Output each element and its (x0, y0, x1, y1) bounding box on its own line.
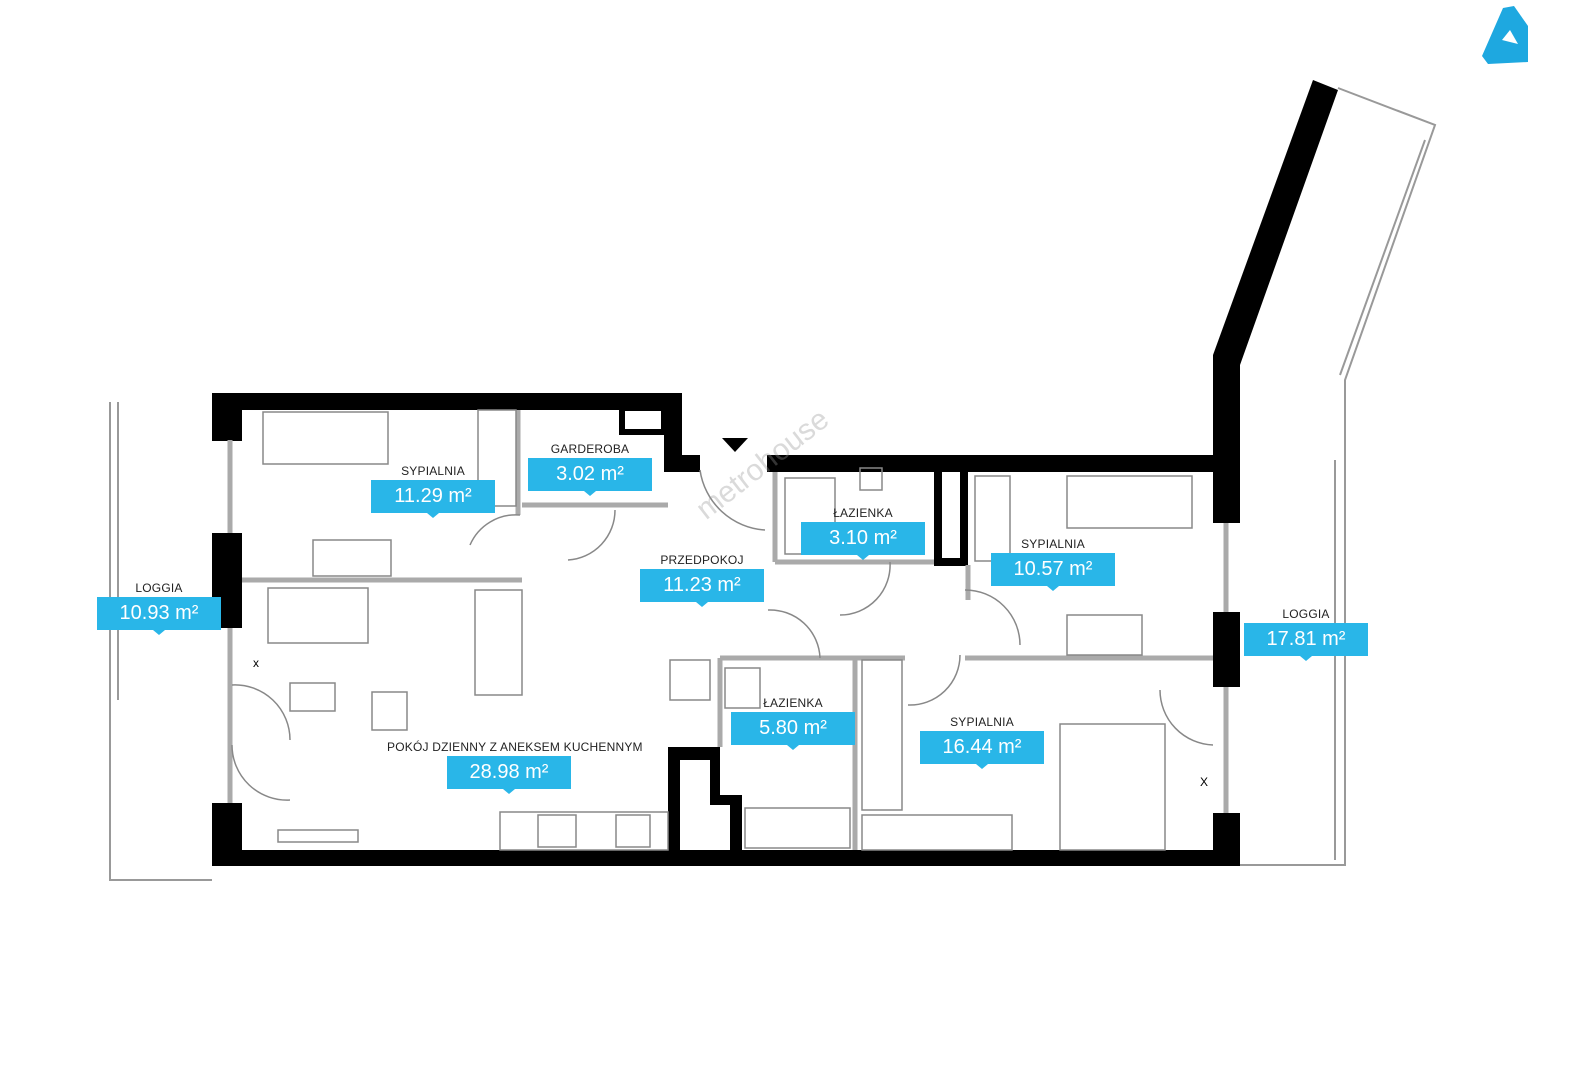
room-area: 11.23 m² (640, 569, 764, 607)
room-name: ŁAZIENKA (763, 696, 823, 710)
room-area: 16.44 m² (920, 731, 1044, 769)
mark-x: x (253, 656, 259, 670)
room-name: ŁAZIENKA (833, 506, 893, 520)
mark-x: X (1200, 775, 1209, 789)
interior-walls (227, 410, 1229, 850)
room-area: 28.98 m² (447, 756, 571, 794)
room-area: 3.02 m² (528, 458, 652, 496)
room-area: 5.80 m² (731, 712, 855, 750)
room-area: 11.29 m² (371, 480, 495, 518)
room-name: PRZEDPOKOJ (660, 553, 744, 567)
room-wardrobe: GARDEROBA 3.02 m² (528, 442, 652, 496)
room-bedroom-2: SYPIALNIA 10.57 m² (991, 537, 1115, 591)
room-area: 17.81 m² (1244, 623, 1368, 661)
furniture (231, 409, 1214, 851)
room-bathroom-1: ŁAZIENKA 3.10 m² (801, 506, 925, 560)
room-name: SYPIALNIA (950, 715, 1014, 729)
room-name: SYPIALNIA (1021, 537, 1085, 551)
room-name: POKÓJ DZIENNY Z ANEKSEM KUCHENNYM (387, 740, 643, 754)
loggia-outlines (109, 87, 1437, 881)
room-area: 10.57 m² (991, 553, 1115, 591)
room-name: SYPIALNIA (401, 464, 465, 478)
room-name: LOGGIA (1282, 607, 1330, 621)
room-loggia-right: LOGGIA 17.81 m² (1244, 607, 1368, 661)
room-area: 3.10 m² (801, 522, 925, 560)
room-living-kitchen: POKÓJ DZIENNY Z ANEKSEM KUCHENNYM 28.98 … (387, 740, 643, 794)
room-bathroom-2: ŁAZIENKA 5.80 m² (731, 696, 855, 750)
room-area: 10.93 m² (97, 597, 221, 635)
room-loggia-left: LOGGIA 10.93 m² (97, 581, 221, 635)
room-name: LOGGIA (135, 581, 183, 595)
room-bedroom-3: SYPIALNIA 16.44 m² (920, 715, 1044, 769)
triangle-logo-icon (1482, 6, 1528, 64)
room-name: GARDEROBA (550, 442, 630, 456)
room-bedroom-1: SYPIALNIA 11.29 m² (371, 464, 495, 518)
room-hallway: PRZEDPOKOJ 11.23 m² (640, 553, 764, 607)
